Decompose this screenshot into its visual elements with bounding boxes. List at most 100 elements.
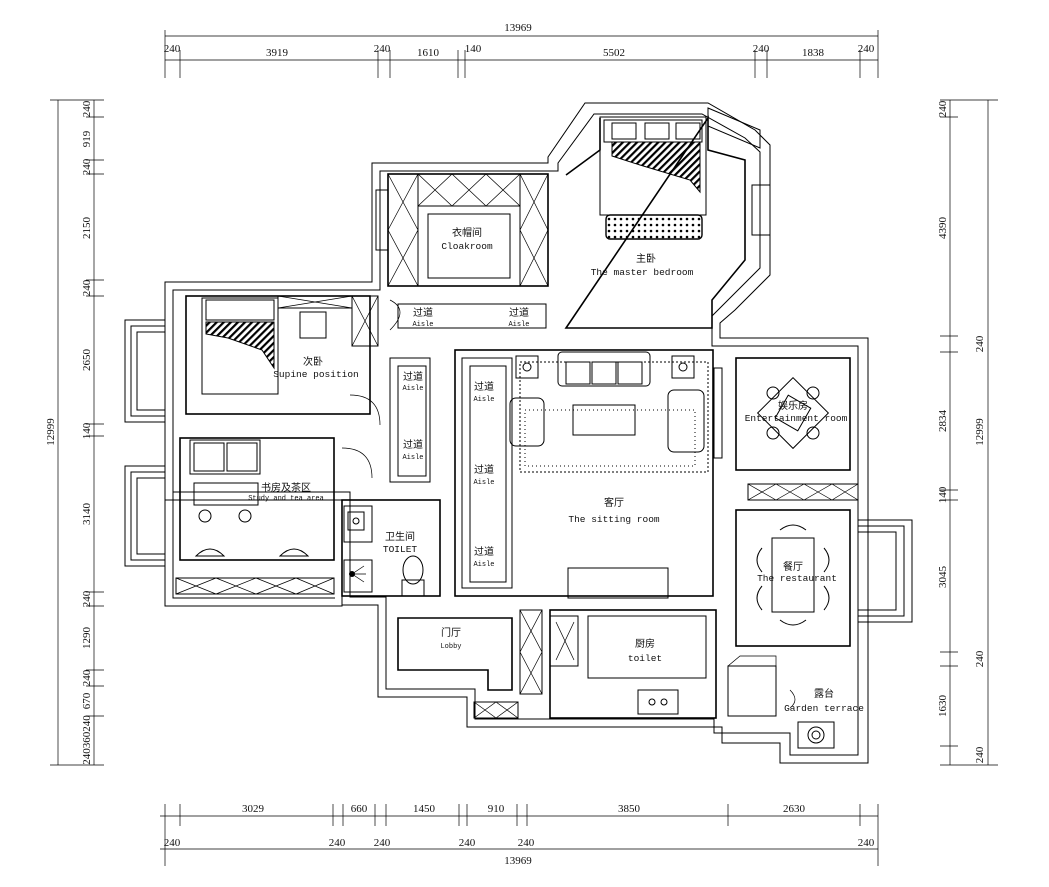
study-label-en: Study and tea area (248, 495, 324, 503)
top-dim-5: 5502 (603, 47, 625, 59)
master-bedroom-area (564, 107, 771, 329)
left-dimensions: 12999 240 919 240 2150 240 2650 140 3140… (45, 99, 104, 766)
aisle-long-c-cn: 过道 (474, 545, 494, 558)
aisle-mid-a-en: Aisle (402, 385, 423, 393)
right-dim-2: 240 (974, 335, 986, 352)
study-label-cn: 书房及茶区 (261, 481, 311, 494)
right-dim-5: 3045 (937, 566, 949, 589)
bottom-wall-3: 240 (459, 837, 476, 849)
aisle-top-a-cn: 过道 (413, 306, 433, 319)
bottom-wall-1: 240 (329, 837, 346, 849)
bottom-wall-4: 240 (518, 837, 535, 849)
kitchen-label-en: toilet (628, 653, 662, 664)
second-bedroom-area (185, 295, 379, 415)
left-dim-9: 1290 (81, 627, 93, 650)
left-total-dim: 12999 (45, 418, 57, 446)
left-dim-0: 240 (81, 100, 93, 117)
top-dimensions: 13969 240 3919 240 1610 140 5502 240 183… (164, 22, 879, 78)
left-dim-6: 140 (81, 422, 93, 439)
left-dim-7: 3140 (81, 503, 93, 526)
left-dim-3: 2150 (81, 217, 93, 240)
bottom-wall-5: 240 (858, 837, 875, 849)
terrace-area (727, 655, 835, 749)
aisle-top-a-en: Aisle (412, 321, 433, 329)
sitting-room-area (454, 349, 723, 599)
bottom-wall-0: 240 (164, 837, 181, 849)
restaurant-label-cn: 餐厅 (783, 560, 803, 573)
second-label-cn: 次卧 (303, 355, 323, 368)
top-dim-3: 1610 (417, 47, 440, 59)
entertainment-label-cn: 娱乐房 (778, 399, 808, 412)
right-dimensions: 12999 240 4390 240 2834 140 3045 240 163… (937, 99, 998, 766)
top-dim-0: 240 (164, 43, 181, 55)
lobby-label-en: Lobby (440, 643, 461, 651)
left-dim-11: 670 (81, 692, 93, 709)
master-label-en: The master bedroom (591, 267, 694, 278)
top-dim-6: 240 (753, 43, 770, 55)
aisle-mid-a-cn: 过道 (403, 370, 423, 383)
outer-walls (164, 102, 869, 764)
aisle-long-b-en: Aisle (473, 479, 494, 487)
toilet-label-en: TOILET (383, 544, 418, 555)
top-dim-7: 1838 (802, 47, 825, 59)
toilet-label-cn: 卫生间 (385, 530, 415, 543)
aisles (341, 299, 547, 589)
sitting-label-en: The sitting room (568, 514, 660, 525)
master-label-cn: 主卧 (636, 252, 656, 265)
lobby-area (397, 609, 543, 719)
entertainment-label-en: Entertainment room (745, 413, 848, 424)
left-dim-12: 240360240 (81, 715, 93, 765)
aisle-long-a-cn: 过道 (474, 380, 494, 393)
top-total-dim: 13969 (504, 22, 532, 34)
aisle-mid-b-cn: 过道 (403, 438, 423, 451)
right-dim-6: 240 (974, 650, 986, 667)
bottom-dim-0: 3029 (242, 803, 265, 815)
left-dim-1: 919 (81, 130, 93, 147)
right-dim-0: 240 (937, 100, 949, 117)
bottom-total-dim: 13969 (504, 855, 532, 867)
right-dim-1: 4390 (937, 217, 949, 240)
right-dim-8: 240 (974, 746, 986, 763)
cloakroom-area (375, 173, 549, 287)
aisle-mid-b-en: Aisle (402, 454, 423, 462)
study-area (175, 437, 335, 595)
aisle-top-b-en: Aisle (508, 321, 529, 329)
left-dim-10: 240 (81, 669, 93, 686)
second-label-en: Supine position (273, 369, 359, 380)
entertainment-area (735, 357, 859, 501)
right-dim-4: 140 (937, 486, 949, 503)
bottom-dim-4: 3850 (618, 803, 641, 815)
bottom-dim-3: 910 (488, 803, 505, 815)
right-total-dim: 12999 (974, 418, 986, 446)
top-dim-1: 3919 (266, 47, 289, 59)
right-bay (857, 519, 913, 623)
top-dim-4: 140 (465, 43, 482, 55)
bottom-dim-1: 660 (351, 803, 368, 815)
bottom-dimensions: 3029 660 1450 910 3850 2630 240 240 240 … (160, 803, 879, 867)
restaurant-label-en: The restaurant (757, 573, 837, 584)
aisle-long-c-en: Aisle (473, 561, 494, 569)
left-dim-4: 240 (81, 279, 93, 296)
terrace-label-cn: 露台 (814, 687, 834, 700)
right-dim-3: 2834 (937, 410, 949, 433)
kitchen-area (549, 609, 717, 719)
left-dim-2: 240 (81, 158, 93, 175)
lobby-label-cn: 门厅 (441, 626, 461, 639)
left-dim-8: 240 (81, 590, 93, 607)
restaurant-area (735, 509, 851, 647)
aisle-top-b-cn: 过道 (509, 306, 529, 319)
left-dim-5: 2650 (81, 349, 93, 372)
right-dim-7: 1630 (937, 695, 949, 718)
bottom-dim-5: 2630 (783, 803, 806, 815)
top-dim-2: 240 (374, 43, 391, 55)
bottom-dim-2: 1450 (413, 803, 436, 815)
aisle-long-b-cn: 过道 (474, 463, 494, 476)
toilet-area (341, 499, 441, 597)
cloakroom-label-cn: 衣帽间 (452, 226, 482, 239)
kitchen-label-cn: 厨房 (635, 637, 655, 650)
top-dim-8: 240 (858, 43, 875, 55)
cloakroom-label-en: Cloakroom (441, 241, 493, 252)
bottom-wall-2: 240 (374, 837, 391, 849)
terrace-label-en: Garden terrace (784, 703, 864, 714)
